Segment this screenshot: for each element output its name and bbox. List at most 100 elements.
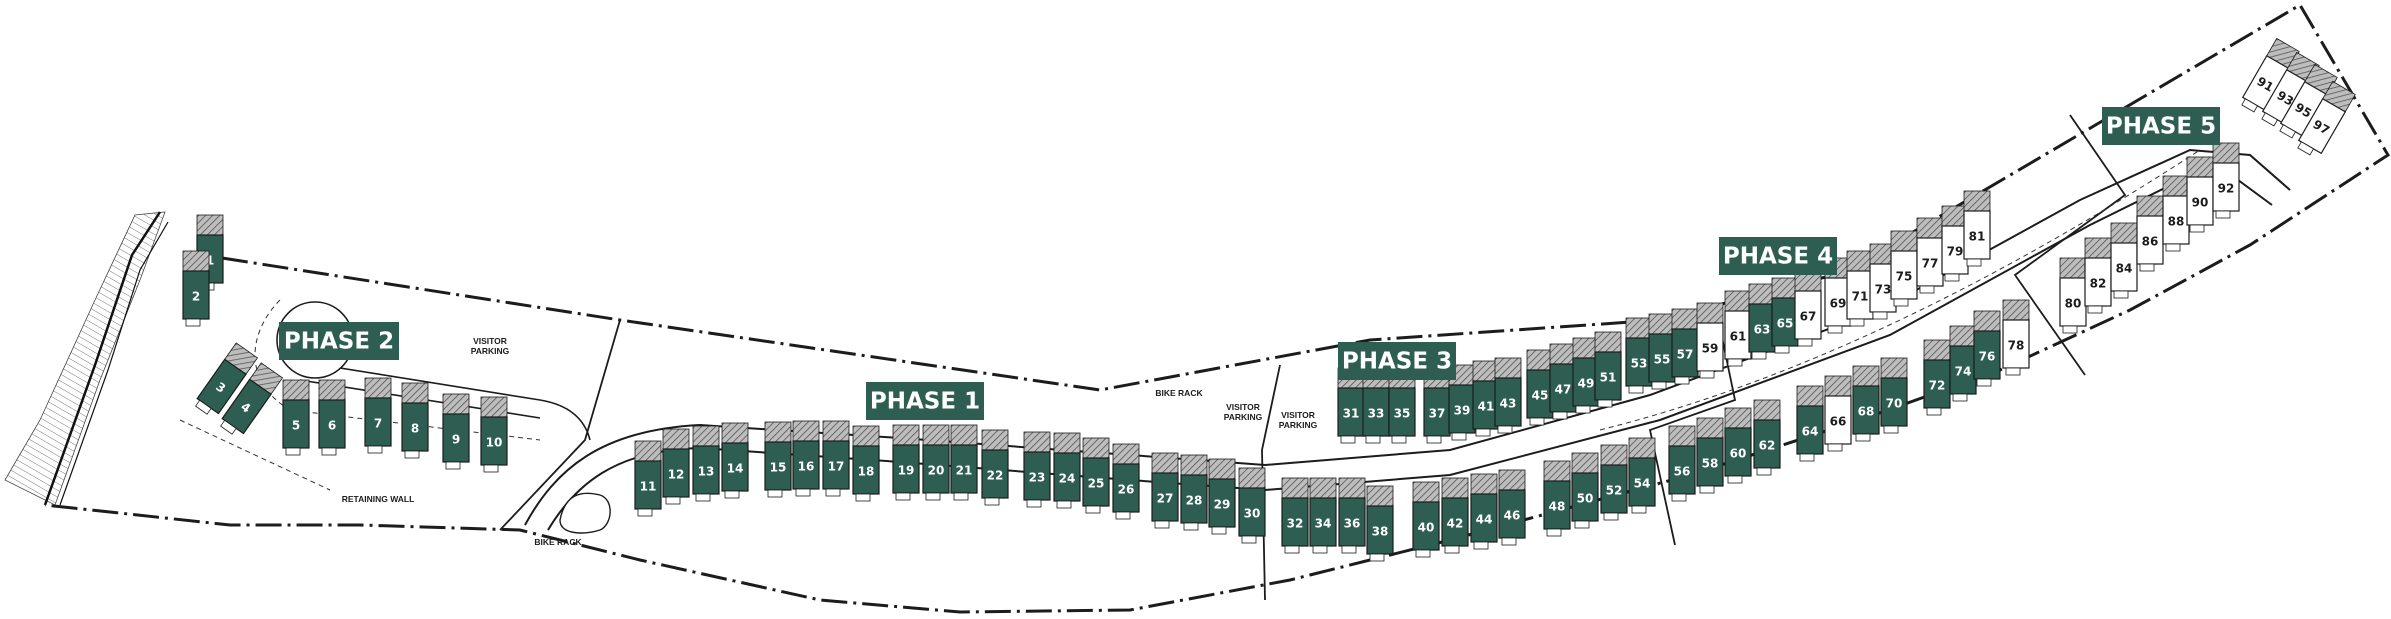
unit-44[interactable]: 44: [1470, 473, 1498, 550]
driveway: [662, 428, 690, 450]
unit-footprint: [401, 402, 429, 452]
unit-52[interactable]: 52: [1600, 444, 1628, 521]
unit-footprint: [662, 448, 690, 498]
unit-11[interactable]: 11: [634, 440, 662, 517]
unit-48[interactable]: 48: [1543, 460, 1571, 537]
unit-55[interactable]: 55: [1648, 313, 1676, 390]
unit-4[interactable]: 4: [218, 362, 284, 439]
unit-53[interactable]: 53: [1625, 317, 1653, 394]
unit-86[interactable]: 86: [2136, 195, 2164, 272]
unit-22[interactable]: 22: [981, 429, 1009, 506]
unit-91[interactable]: 91: [2239, 37, 2300, 116]
unit-16[interactable]: 16: [792, 420, 820, 497]
unit-3[interactable]: 3: [193, 342, 259, 419]
unit-78[interactable]: 78: [2002, 299, 2030, 376]
unit-84[interactable]: 84: [2110, 222, 2138, 299]
unit-42[interactable]: 42: [1441, 477, 1469, 554]
unit-footprint: [692, 445, 720, 495]
unit-65[interactable]: 65: [1771, 277, 1799, 354]
unit-29[interactable]: 29: [1208, 458, 1236, 535]
unit-18[interactable]: 18: [852, 425, 880, 502]
unit-5[interactable]: 5: [282, 379, 310, 456]
unit-28[interactable]: 28: [1180, 454, 1208, 531]
unit-patio: [1855, 433, 1871, 442]
unit-61[interactable]: 61: [1724, 290, 1752, 367]
unit-footprint: [1238, 487, 1266, 537]
unit-30[interactable]: 30: [1238, 467, 1266, 544]
unit-32[interactable]: 32: [1281, 477, 1309, 554]
unit-24[interactable]: 24: [1053, 432, 1081, 509]
driveway: [282, 379, 310, 401]
unit-14[interactable]: 14: [721, 422, 749, 499]
unit-7[interactable]: 7: [364, 377, 392, 454]
unit-number: 72: [1929, 379, 1946, 393]
unit-45[interactable]: 45: [1526, 349, 1554, 426]
unit-76[interactable]: 76: [1973, 310, 2001, 387]
unit-75[interactable]: 75: [1890, 230, 1918, 307]
unit-81[interactable]: 81: [1963, 190, 1991, 267]
unit-patio: [483, 464, 499, 473]
unit-50[interactable]: 50: [1571, 452, 1599, 529]
unit-70[interactable]: 70: [1880, 357, 1908, 434]
unit-80[interactable]: 80: [2059, 257, 2087, 334]
unit-60[interactable]: 60: [1724, 407, 1752, 484]
unit-2[interactable]: 2: [182, 250, 210, 327]
unit-54[interactable]: 54: [1628, 437, 1656, 514]
unit-63[interactable]: 63: [1748, 283, 1776, 360]
unit-36[interactable]: 36: [1338, 477, 1366, 554]
unit-51[interactable]: 51: [1594, 331, 1622, 408]
driveway: [950, 424, 978, 446]
unit-patio: [1827, 443, 1843, 452]
unit-19[interactable]: 19: [892, 424, 920, 501]
unit-40[interactable]: 40: [1412, 481, 1440, 558]
unit-12[interactable]: 12: [662, 428, 690, 505]
unit-patio: [404, 450, 420, 459]
unit-88[interactable]: 88: [2162, 175, 2190, 252]
driveway: [721, 422, 749, 444]
unit-74[interactable]: 74: [1949, 325, 1977, 402]
unit-number: 1: [206, 254, 214, 268]
unit-33[interactable]: 33: [1362, 367, 1390, 444]
unit-25[interactable]: 25: [1082, 437, 1110, 514]
unit-58[interactable]: 58: [1696, 417, 1724, 494]
unit-21[interactable]: 21: [950, 424, 978, 501]
unit-92[interactable]: 92: [2212, 142, 2240, 219]
unit-27[interactable]: 27: [1151, 452, 1179, 529]
unit-number: 31: [1343, 407, 1360, 421]
unit-23[interactable]: 23: [1023, 431, 1051, 508]
unit-35[interactable]: 35: [1388, 367, 1416, 444]
unit-9[interactable]: 9: [442, 393, 470, 470]
unit-8[interactable]: 8: [401, 382, 429, 459]
unit-38[interactable]: 38: [1366, 485, 1394, 562]
unit-62[interactable]: 62: [1753, 399, 1781, 476]
unit-17[interactable]: 17: [822, 420, 850, 497]
unit-90[interactable]: 90: [2186, 156, 2214, 233]
unit-56[interactable]: 56: [1668, 425, 1696, 502]
unit-6[interactable]: 6: [318, 379, 346, 456]
unit-10[interactable]: 10: [480, 396, 508, 473]
unit-number: 79: [1947, 245, 1964, 259]
unit-15[interactable]: 15: [764, 421, 792, 498]
driveway: [1724, 290, 1752, 312]
driveway: [1916, 217, 1944, 239]
unit-20[interactable]: 20: [922, 424, 950, 501]
unit-34[interactable]: 34: [1309, 477, 1337, 554]
unit-43[interactable]: 43: [1494, 357, 1522, 434]
unit-82[interactable]: 82: [2084, 237, 2112, 314]
unit-77[interactable]: 77: [1916, 217, 1944, 294]
unit-57[interactable]: 57: [1671, 308, 1699, 385]
unit-72[interactable]: 72: [1923, 339, 1951, 416]
unit-46[interactable]: 46: [1498, 469, 1526, 546]
driveway: [1824, 375, 1852, 397]
unit-59[interactable]: 59: [1696, 302, 1724, 379]
unit-13[interactable]: 13: [692, 425, 720, 502]
unit-26[interactable]: 26: [1112, 443, 1140, 520]
unit-67[interactable]: 67: [1794, 270, 1822, 347]
unit-68[interactable]: 68: [1852, 365, 1880, 442]
unit-47[interactable]: 47: [1549, 343, 1577, 420]
unit-footprint: [1648, 333, 1676, 383]
unit-64[interactable]: 64: [1796, 385, 1824, 462]
unit-66[interactable]: 66: [1824, 375, 1852, 452]
unit-71[interactable]: 71: [1846, 250, 1874, 327]
unit-97[interactable]: 97: [2295, 80, 2356, 159]
